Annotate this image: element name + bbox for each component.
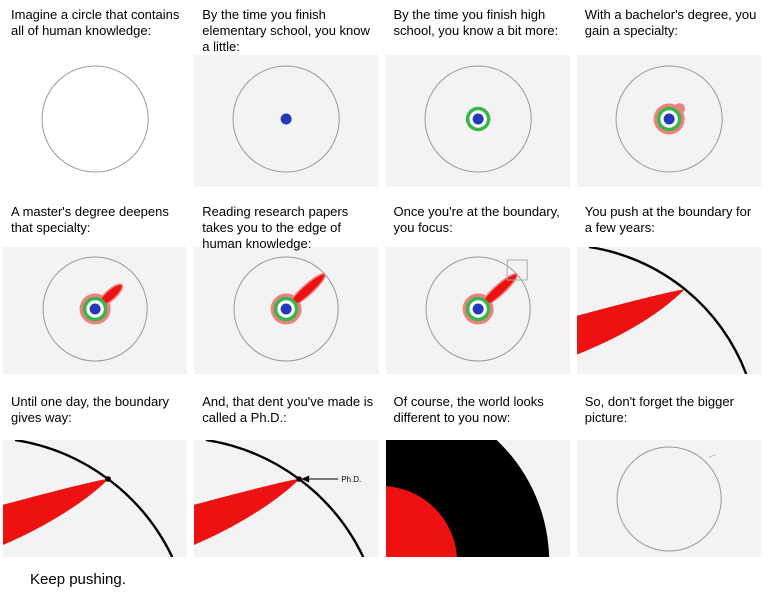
- inner-red-knowledge-region: [385, 486, 457, 557]
- elementary-blue-dot: [472, 113, 484, 125]
- elementary-blue-dot: [280, 113, 292, 125]
- dent-dot: [296, 476, 303, 482]
- dent-dot: [105, 476, 111, 482]
- knowledge-circle: [615, 65, 723, 173]
- high-school-figure: [424, 65, 532, 173]
- keep-pushing-text: Keep pushing.: [30, 571, 126, 588]
- panel-9: Until one day, the boundary gives way:: [3, 387, 188, 557]
- panel-11-art: [385, 440, 570, 557]
- panel-2-caption: By the time you finish elementary school…: [202, 7, 370, 54]
- panel-8: You push at the boundary for a few years…: [576, 197, 761, 374]
- tiny-dent-mark: [708, 454, 716, 458]
- high-school-green-ring: [465, 106, 490, 132]
- knowledge-circle: [232, 65, 340, 173]
- panel-10-caption: And, that dent you've made is called a P…: [202, 394, 374, 425]
- panel-3-caption: By the time you finish high school, you …: [393, 7, 559, 38]
- panel-12-art: [576, 440, 761, 557]
- panel-1: Imagine a circle that contains all of hu…: [3, 0, 188, 187]
- panel-6-caption: Reading research papers takes you to the…: [202, 204, 349, 251]
- comic-row-3: Until one day, the boundary gives way: A…: [0, 387, 764, 557]
- knowledge-circle: [233, 256, 339, 362]
- phd-dent-figure: Ph.D.: [194, 440, 365, 557]
- panel-2-art: [194, 55, 379, 187]
- elementary-blue-dot: [89, 303, 101, 315]
- knowledge-circle: [41, 65, 149, 173]
- pushing-red-spike: [3, 478, 110, 545]
- panel-12-caption: So, don't forget the bigger picture:: [584, 394, 734, 425]
- elementary-school-figure: [232, 65, 340, 173]
- high-school-green-ring: [656, 106, 682, 132]
- bachelors-figure: [615, 65, 723, 173]
- knowledge-circle-empty: [41, 65, 149, 173]
- panel-9-art: [3, 440, 188, 557]
- panel-3-art: [385, 55, 570, 187]
- panel-2: By the time you finish elementary school…: [194, 0, 379, 187]
- panel-1-caption: Imagine a circle that contains all of hu…: [11, 7, 180, 38]
- elementary-blue-dot: [472, 303, 484, 315]
- focus-figure: [425, 256, 531, 362]
- panel-11-caption: Of course, the world looks different to …: [393, 394, 544, 425]
- boundary-gives-way-figure: [3, 440, 174, 557]
- panel-7-art: [385, 247, 570, 374]
- panel-8-art: [576, 247, 761, 374]
- panel-6-art: [194, 247, 379, 374]
- panel-4: With a bachelor's degree, you gain a spe…: [576, 0, 761, 187]
- world-looks-different-figure: [385, 440, 549, 557]
- panel-1-art: [3, 55, 188, 187]
- phd-arrow-head: [301, 475, 310, 483]
- panel-11: Of course, the world looks different to …: [385, 387, 570, 557]
- high-school-green-ring: [465, 296, 490, 322]
- panel-10: And, that dent you've made is called a P…: [194, 387, 379, 557]
- comic-row-2: A master's degree deepens that specialty…: [0, 197, 764, 374]
- comic-row-1: Imagine a circle that contains all of hu…: [0, 0, 764, 187]
- high-school-green-ring: [274, 296, 299, 322]
- high-school-green-ring: [82, 296, 108, 322]
- knowledge-circle: [616, 446, 722, 552]
- panel-10-art: Ph.D.: [194, 440, 379, 557]
- phd-label: Ph.D.: [341, 475, 361, 484]
- elementary-blue-dot: [663, 113, 675, 125]
- panel-5-art: [3, 247, 188, 374]
- panel-7-caption: Once you're at the boundary, you focus:: [393, 204, 560, 235]
- knowledge-circle: [425, 256, 531, 362]
- panel-7: Once you're at the boundary, you focus:: [385, 197, 570, 374]
- panel-6: Reading research papers takes you to the…: [194, 197, 379, 374]
- panel-9-caption: Until one day, the boundary gives way:: [11, 394, 170, 425]
- focus-zoom-box: [506, 259, 528, 281]
- panel-3: By the time you finish high school, you …: [385, 0, 570, 187]
- pushing-boundary-figure: [576, 247, 748, 374]
- panel-4-art: [576, 55, 761, 187]
- knowledge-circle: [42, 256, 148, 362]
- panel-5-caption: A master's degree deepens that specialty…: [11, 204, 169, 235]
- knowledge-circle: [424, 65, 532, 173]
- panel-5: A master's degree deepens that specialty…: [3, 197, 188, 374]
- research-papers-figure: [233, 256, 339, 362]
- masters-figure: [42, 256, 148, 362]
- panel-12: So, don't forget the bigger picture:: [576, 387, 761, 557]
- bigger-picture-figure: [616, 446, 722, 552]
- pushing-red-spike: [194, 478, 301, 545]
- panel-8-caption: You push at the boundary for a few years…: [584, 204, 752, 235]
- elementary-blue-dot: [280, 303, 292, 315]
- pushing-red-spike: [576, 289, 685, 355]
- boundary-arc: [588, 247, 748, 374]
- panel-4-caption: With a bachelor's degree, you gain a spe…: [584, 7, 757, 38]
